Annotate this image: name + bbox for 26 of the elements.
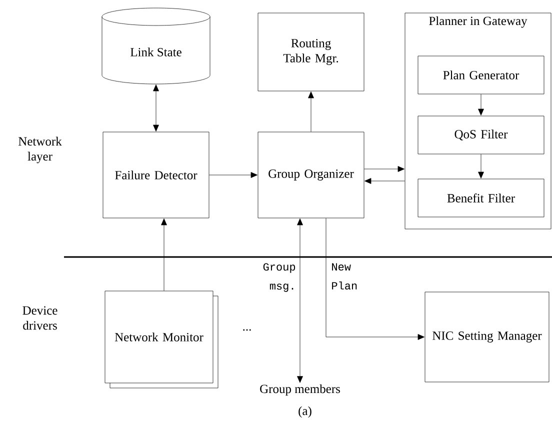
process-box: Plan Generator	[418, 56, 544, 94]
arrow	[478, 94, 484, 116]
arrow	[297, 218, 303, 383]
layer-label: Device drivers	[22, 306, 58, 330]
arrow	[161, 218, 167, 291]
arrow	[153, 84, 159, 132]
stacked-process-box: Network Monitor	[104, 290, 218, 388]
arrow	[326, 218, 424, 340]
database-cylinder: Link State	[102, 8, 210, 84]
arrow	[364, 178, 405, 184]
edge-label: New Plan	[332, 263, 357, 290]
process-box: Routing Table Mgr.	[258, 12, 364, 92]
layer-label: ...	[243, 329, 251, 331]
arrow	[478, 154, 484, 178]
process-box: Group Organizer	[258, 132, 364, 218]
node-text: Group members	[260, 384, 340, 396]
edge-label: Group msg.	[263, 263, 296, 292]
caption: (a)	[298, 406, 312, 418]
arrow	[209, 172, 258, 178]
arrow	[364, 166, 404, 172]
process-box: Benefit Filter	[418, 178, 544, 218]
layer-label: Network layer	[18, 136, 62, 164]
process-box: QoS Filter	[418, 116, 544, 154]
process-box: NIC Setting Manager	[424, 292, 550, 382]
arrow	[308, 92, 314, 132]
process-box: Failure Detector	[102, 132, 210, 218]
